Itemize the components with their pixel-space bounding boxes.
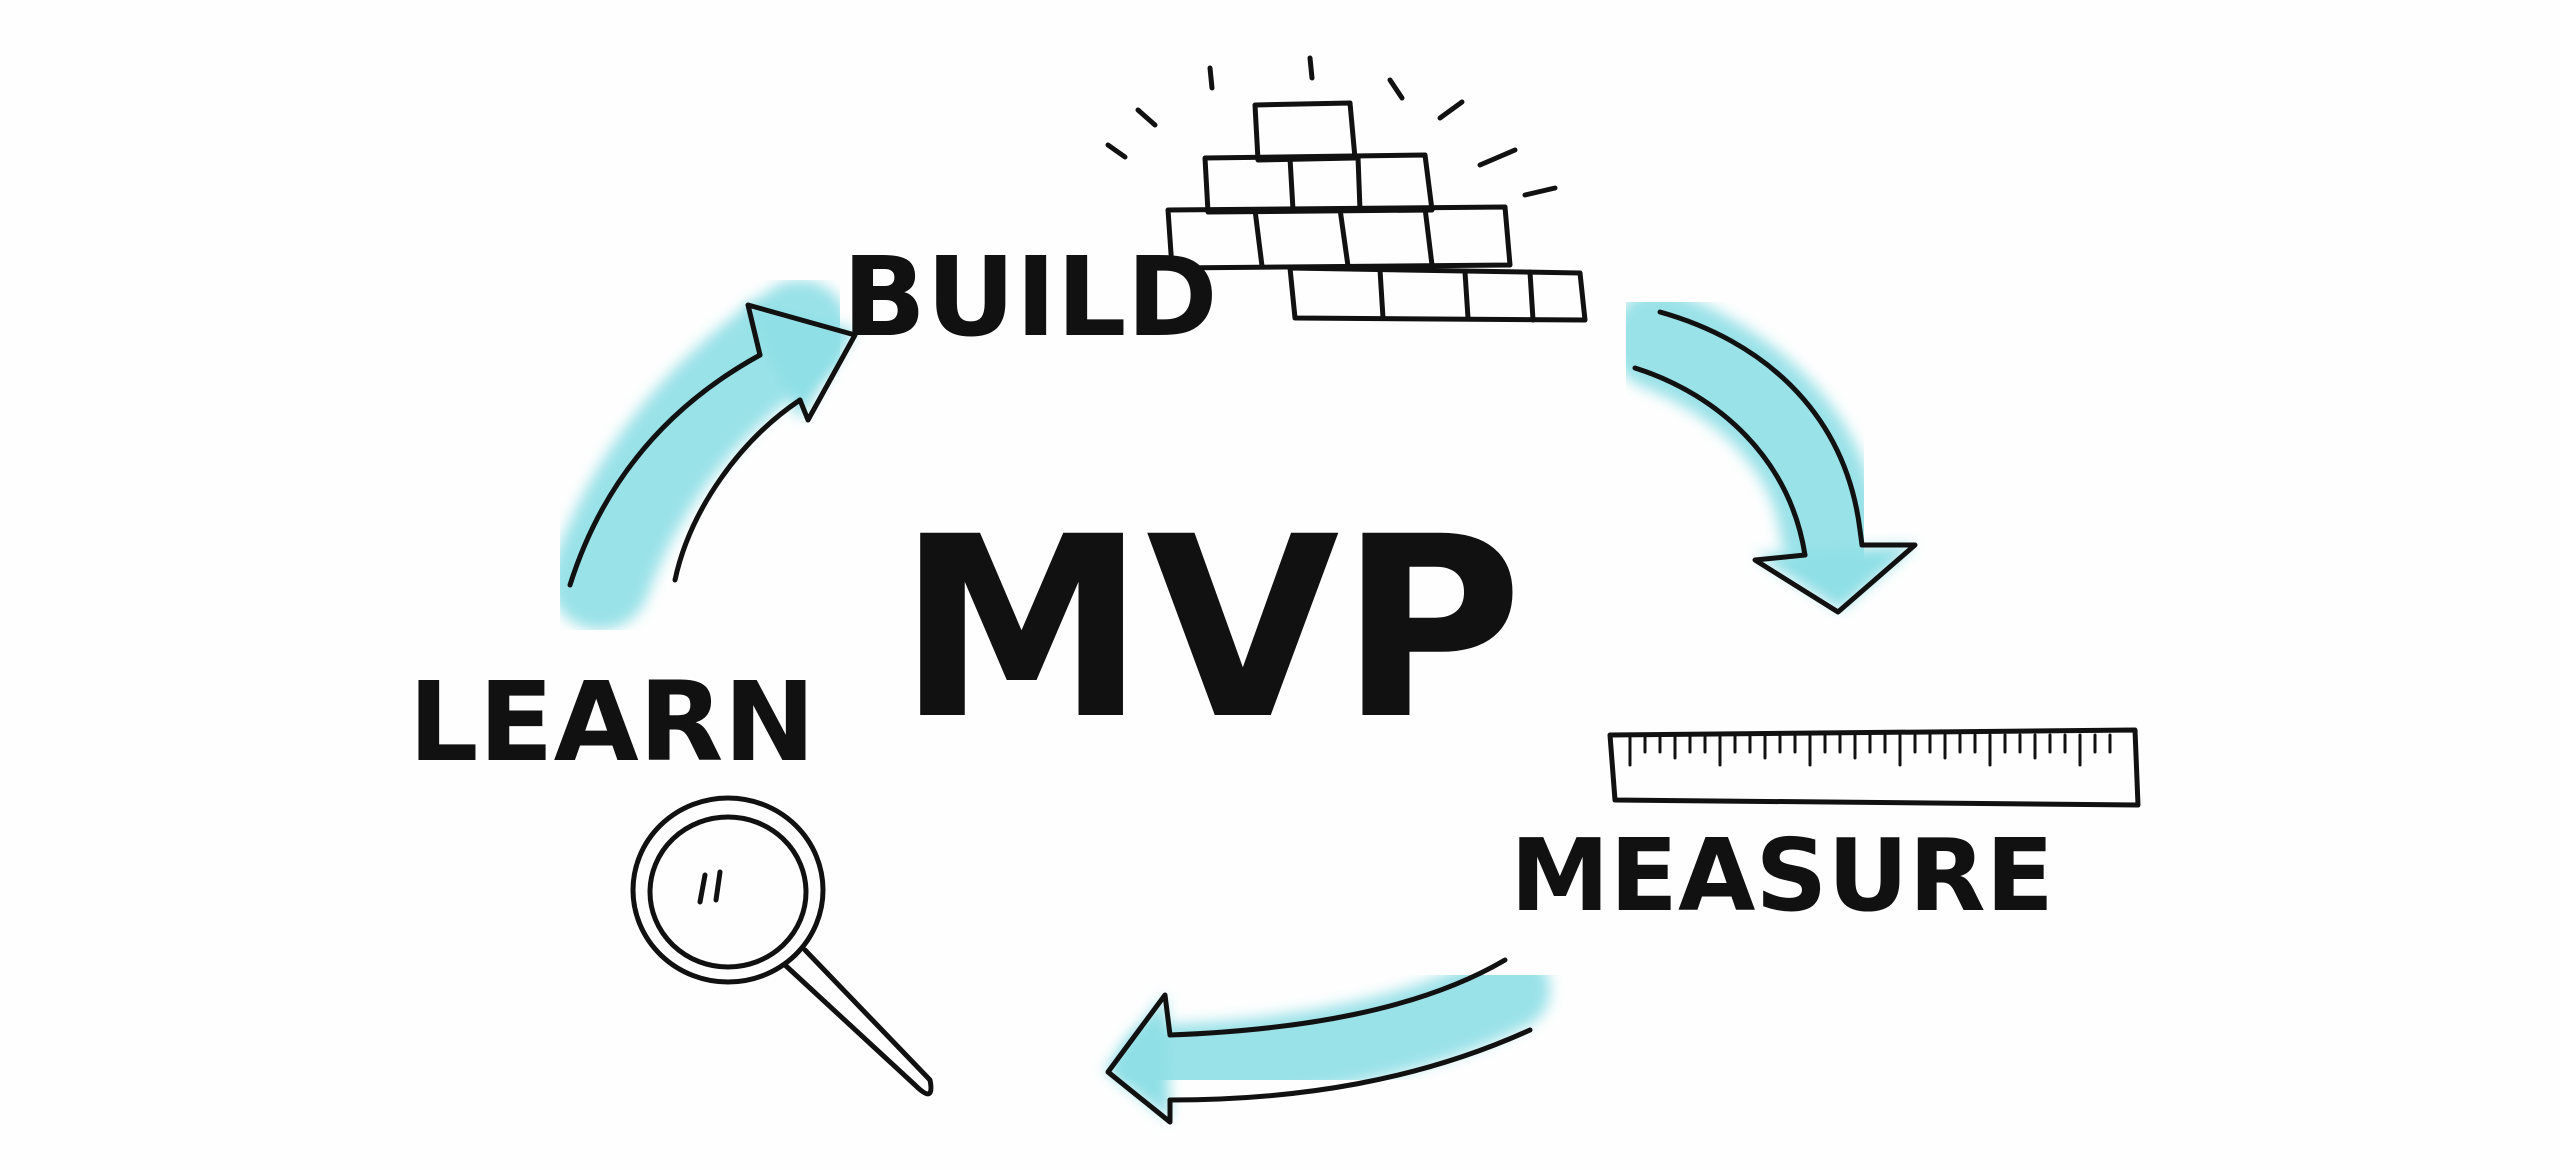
arrow-measure-to-learn [1105, 950, 1550, 1125]
arrow-build-to-measure-head [1752, 527, 1918, 615]
measure-label: MEASURE [1510, 817, 2054, 934]
arrow-build-to-measure [1610, 290, 1918, 615]
brick-wall-icon [1105, 55, 1588, 323]
arrow-build-to-measure-outline-outer [1657, 309, 1863, 533]
magnifying-glass-icon [630, 795, 934, 1097]
learn-label: LEARN [408, 658, 815, 786]
build-label: BUILD [842, 233, 1218, 361]
arrow-build-to-measure-head-fill [1755, 545, 1915, 610]
arrow-measure-to-learn-head-fill [1105, 995, 1170, 1120]
arrow-learn-to-build-glow [550, 280, 850, 630]
arrow-learn-to-build [550, 280, 858, 630]
arrow-measure-to-learn-outline-outer [1167, 957, 1508, 1038]
arrow-build-to-measure-outline-inner [1632, 365, 1808, 558]
arrow-measure-to-learn-outline-inner [1167, 1027, 1533, 1103]
ruler-icon [1607, 727, 2141, 808]
arrow-learn-to-build-head [745, 302, 858, 423]
arrow-learn-to-build-outline-inner [672, 397, 803, 583]
center-label: MVP [897, 483, 1523, 774]
arrow-learn-to-build-head-fill [745, 305, 855, 420]
arrow-measure-to-learn-head [1105, 992, 1173, 1125]
arrow-build-to-measure-glow [1610, 290, 1880, 580]
arrow-learn-to-build-outline-outer [567, 352, 763, 588]
arrow-measure-to-learn-glow [1120, 950, 1550, 1105]
